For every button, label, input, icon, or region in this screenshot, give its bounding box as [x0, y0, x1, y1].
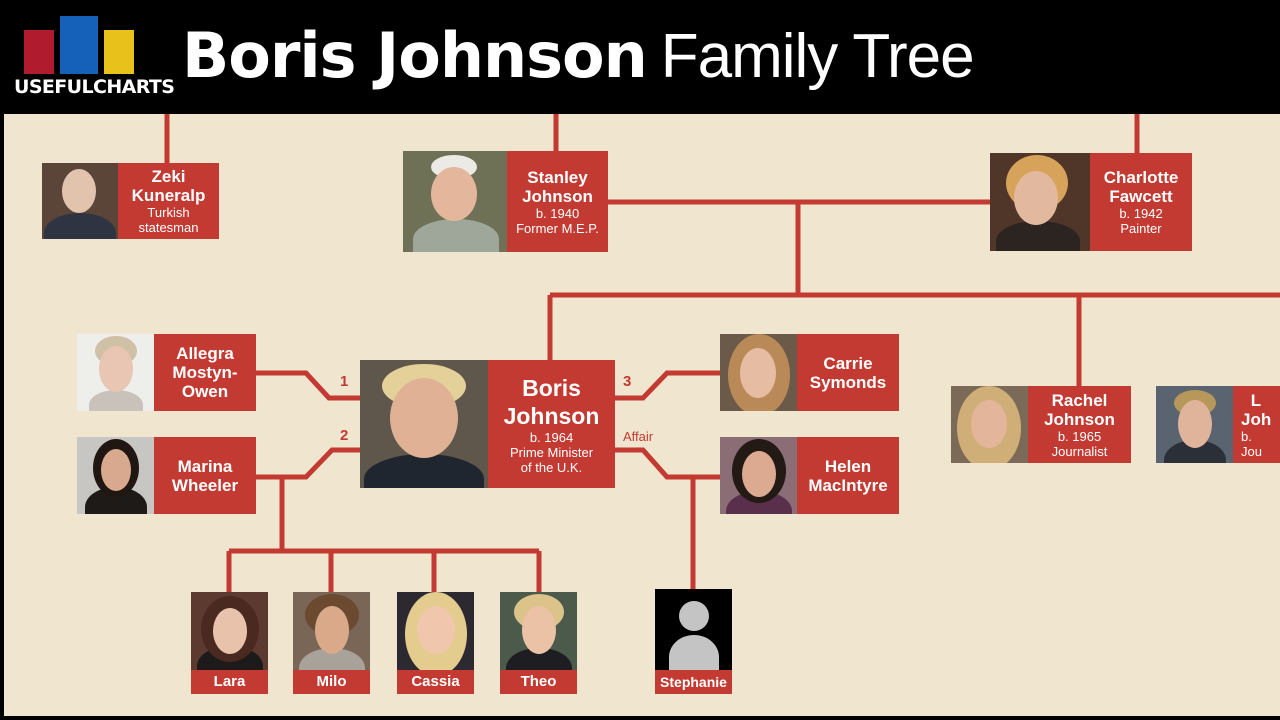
leo-photo	[1156, 386, 1233, 463]
line-marriage-3	[615, 370, 720, 401]
line-affair	[615, 447, 720, 480]
affair-label: Affair	[623, 429, 654, 444]
person-zeki-kuneralp[interactable]: Zeki Kuneralp Turkish statesman	[42, 163, 219, 239]
helen-name: Helen MacIntyre	[808, 456, 888, 495]
person-stanley-johnson[interactable]: Stanley Johnson b. 1940 Former M.E.P.	[403, 151, 608, 252]
marriage-label-3: 3	[623, 373, 632, 390]
frame-bottom	[0, 716, 1280, 720]
marina-name: Marina Wheeler	[171, 456, 239, 495]
child-name: Stephanie	[660, 674, 727, 690]
allegra-name: Allegra Mostyn-Owen	[172, 344, 238, 401]
person-carrie-symonds[interactable]: Carrie Symonds	[720, 334, 899, 411]
logo-red-square	[24, 30, 54, 74]
logo-blue-square	[60, 16, 98, 74]
person-allegra-mostyn-owen[interactable]: Allegra Mostyn-Owen	[77, 334, 256, 411]
zeki-line2: statesman	[138, 220, 199, 235]
child-lara[interactable]: Lara	[191, 592, 268, 694]
person-charlotte-fawcett[interactable]: Charlotte Fawcett b. 1942 Painter	[990, 153, 1192, 251]
charlotte-line2: Painter	[1120, 221, 1162, 236]
boris-name: Boris Johnson	[503, 374, 600, 429]
theo-photo	[500, 592, 577, 670]
leo-line1: b.	[1241, 428, 1252, 444]
person-boris-johnson[interactable]: Boris Johnson b. 1964 Prime Minister of …	[360, 360, 615, 488]
title-rest: Family Tree	[660, 22, 975, 91]
frame-left	[0, 114, 4, 720]
stanley-name: Stanley Johnson	[522, 167, 593, 206]
marriage-label-1: 1	[340, 373, 349, 390]
marriage-label-2: 2	[340, 427, 349, 444]
marina-photo	[77, 437, 154, 514]
boris-line2: Prime Minister	[509, 444, 594, 460]
carrie-photo	[720, 334, 797, 411]
helen-photo	[720, 437, 797, 514]
logo-text: USEFULCHARTS	[14, 76, 175, 98]
child-theo[interactable]: Theo	[500, 592, 577, 694]
rachel-photo	[951, 386, 1028, 463]
child-name: Milo	[316, 673, 347, 690]
person-helen-macintyre[interactable]: Helen MacIntyre	[720, 437, 899, 514]
carrie-name: Carrie Symonds	[809, 353, 887, 392]
zeki-photo	[42, 163, 118, 239]
line-marriage-2	[256, 447, 360, 480]
zeki-line1: Turkish	[147, 205, 190, 220]
cassia-photo	[397, 592, 474, 670]
logo-yellow-square	[104, 30, 134, 74]
charlotte-name: Charlotte Fawcett	[1103, 168, 1179, 206]
person-leo-johnson-partial[interactable]: L Joh b. Jou	[1156, 386, 1280, 463]
title-bold: Boris Johnson	[182, 19, 648, 92]
silhouette-icon	[655, 589, 732, 670]
leo-line2: Jou	[1241, 443, 1262, 459]
stanley-line2: Former M.E.P.	[516, 220, 599, 236]
child-milo[interactable]: Milo	[293, 592, 370, 694]
allegra-photo	[77, 334, 154, 411]
child-cassia[interactable]: Cassia	[397, 592, 474, 694]
child-stephanie[interactable]: Stephanie	[655, 589, 732, 694]
charlotte-photo	[990, 153, 1090, 251]
zeki-name: Zeki Kuneralp	[131, 167, 206, 205]
stanley-line1: b. 1940	[535, 205, 580, 221]
line-marriage-1	[256, 370, 360, 401]
lara-photo	[191, 592, 268, 670]
person-marina-wheeler[interactable]: Marina Wheeler	[77, 437, 256, 514]
rachel-line2: Journalist	[1051, 443, 1108, 459]
charlotte-line1: b. 1942	[1119, 206, 1163, 221]
milo-photo	[293, 592, 370, 670]
person-rachel-johnson[interactable]: Rachel Johnson b. 1965 Journalist	[951, 386, 1131, 463]
child-name: Theo	[520, 673, 557, 690]
leo-name: L Joh	[1241, 390, 1272, 429]
rachel-line1: b. 1965	[1057, 428, 1102, 444]
child-name: Lara	[213, 673, 246, 690]
boris-photo	[360, 360, 488, 488]
boris-line3: of the U.K.	[520, 459, 583, 475]
child-name: Cassia	[411, 673, 460, 690]
rachel-name: Rachel Johnson	[1044, 390, 1115, 429]
usefulcharts-logo: USEFULCHARTS	[14, 14, 175, 104]
boris-line1: b. 1964	[529, 429, 574, 445]
stanley-photo	[403, 151, 507, 252]
